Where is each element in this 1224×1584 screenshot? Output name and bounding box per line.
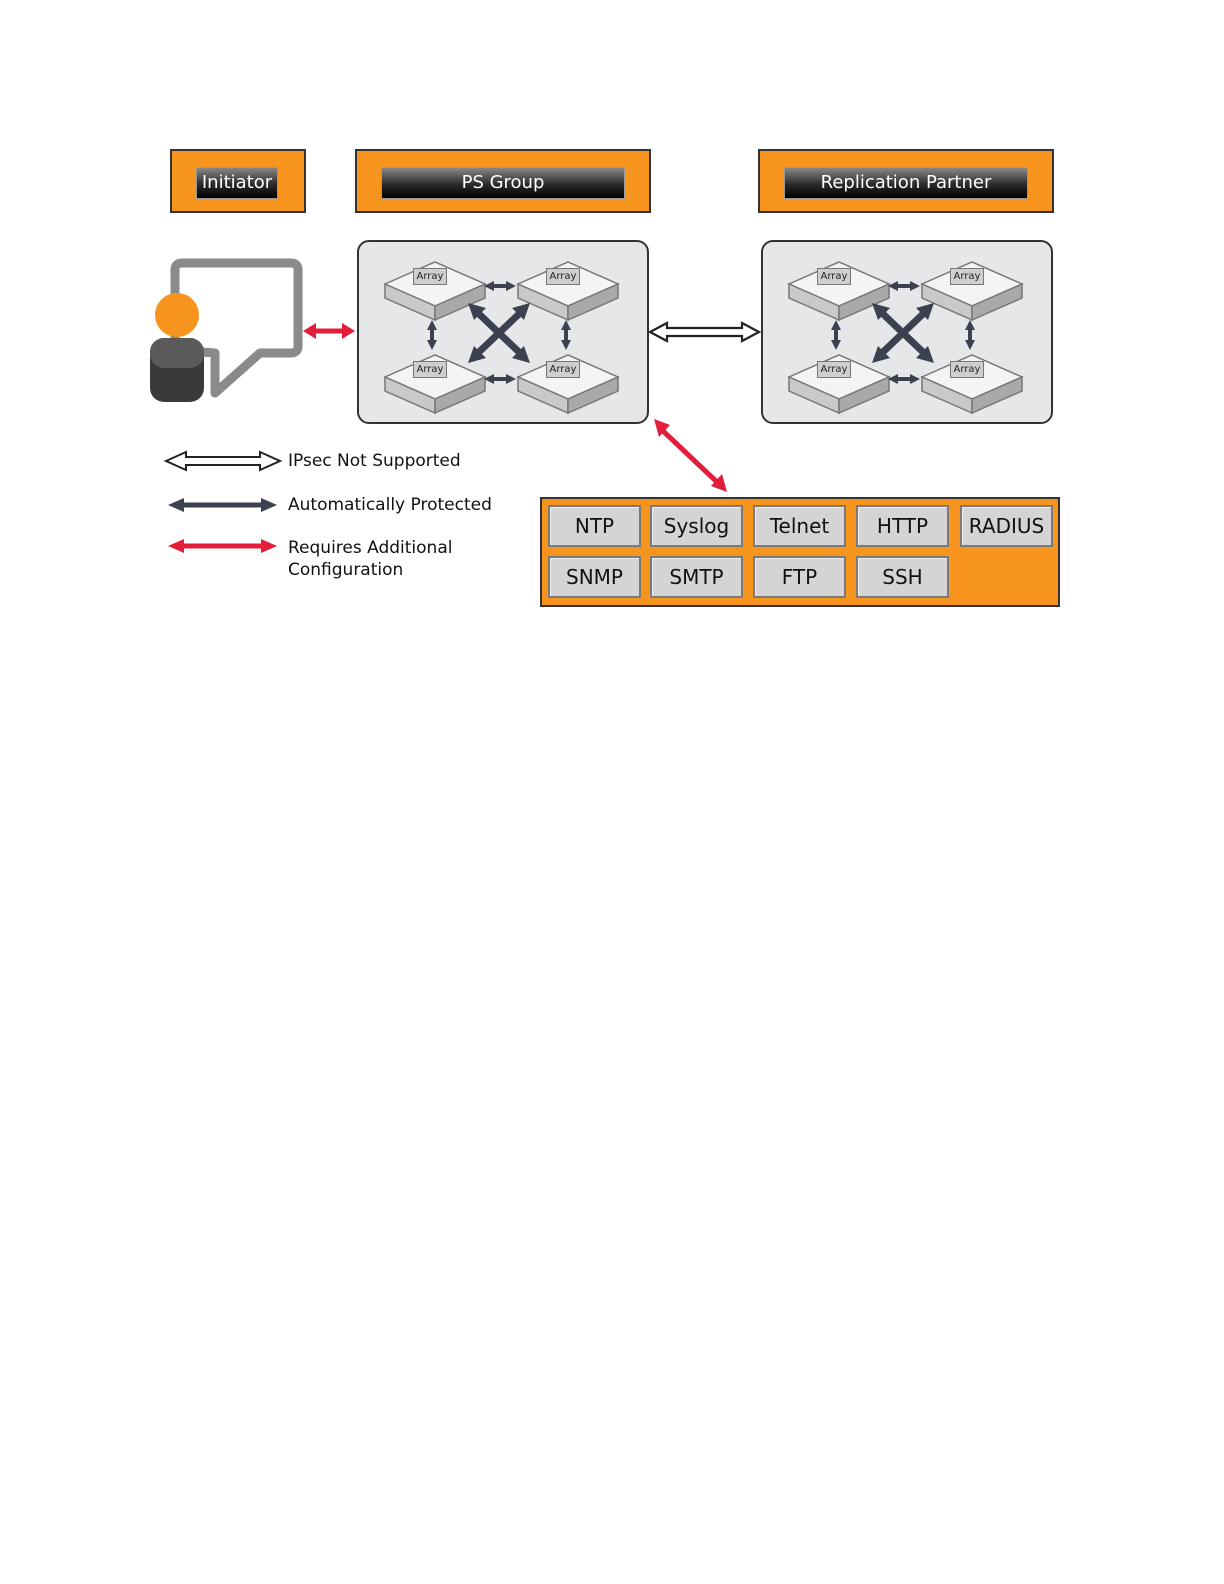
array-label: Array [817, 361, 851, 378]
array-label: Array [950, 361, 984, 378]
service-ssh: SSH [856, 556, 949, 598]
array-label: Array [950, 268, 984, 285]
service-http: HTTP [856, 505, 949, 547]
white-arrow-replication [650, 323, 759, 341]
array-label: Array [413, 361, 447, 378]
service-radius: RADIUS [960, 505, 1053, 547]
services-panel: NTP Syslog Telnet HTTP RADIUS SNMP SMTP … [540, 497, 1060, 607]
array-label: Array [413, 268, 447, 285]
red-arrow-services [654, 419, 727, 492]
legend-automatically-protected: Automatically Protected [288, 494, 492, 516]
legend-dark-arrow-icon [168, 498, 277, 512]
array-label: Array [817, 268, 851, 285]
legend-requires-additional-line2: Configuration [288, 559, 403, 581]
array-label: Array [546, 268, 580, 285]
legend-requires-additional-line1: Requires Additional [288, 537, 452, 559]
service-snmp: SNMP [548, 556, 641, 598]
service-ntp: NTP [548, 505, 641, 547]
red-arrow-initiator [303, 323, 355, 339]
array-label: Array [546, 361, 580, 378]
legend-red-arrow-icon [168, 539, 277, 553]
service-smtp: SMTP [650, 556, 743, 598]
service-ftp: FTP [753, 556, 846, 598]
service-syslog: Syslog [650, 505, 743, 547]
legend-ipsec-not-supported: IPsec Not Supported [288, 450, 461, 472]
legend-white-arrow-icon [166, 452, 280, 470]
service-telnet: Telnet [753, 505, 846, 547]
user-icon [150, 263, 298, 402]
